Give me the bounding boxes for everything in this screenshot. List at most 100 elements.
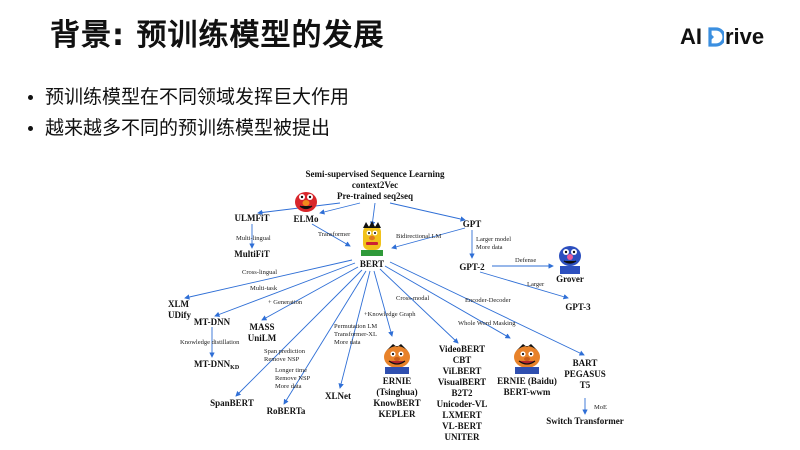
- bullet-text: 越来越多不同的预训练模型被提出: [45, 117, 331, 139]
- logo-rive-text: rive: [725, 24, 765, 49]
- edge-label-defense: Defense: [515, 257, 536, 264]
- logo-ai-text: AI: [680, 24, 702, 49]
- bullet-dot: [28, 95, 33, 100]
- node-udify: UDify: [168, 310, 191, 320]
- elmo-icon: [295, 192, 317, 212]
- logo-d-icon: [708, 27, 724, 47]
- edge-bert-mass: [261, 266, 359, 321]
- node-mtdnnkd: MT-DNNKD: [194, 359, 240, 371]
- edge-label-kd: Knowledge distillation: [180, 339, 240, 346]
- bullet-item: 越来越多不同的预训练模型被提出: [28, 113, 349, 144]
- node-xlm: XLM: [168, 299, 190, 309]
- edge-label-crossmodal: Cross-modal: [396, 295, 429, 302]
- edge-label-longer-3: More data: [275, 383, 302, 390]
- bullet-text: 预训练模型在不同领域发挥巨大作用: [45, 86, 350, 108]
- bullet-list: 预训练模型在不同领域发挥巨大作用 越来越多不同的预训练模型被提出: [28, 82, 349, 144]
- edge-label-larger: Larger: [527, 281, 545, 288]
- node-unilm: UniLM: [248, 333, 277, 343]
- node-gpt2: GPT-2: [459, 262, 485, 272]
- node-ernie-t-3: KnowBERT: [373, 398, 420, 408]
- node-videobert-2: CBT: [453, 355, 472, 365]
- edge-labels: Transformer Bidirectional LM Multi-lingu…: [180, 231, 607, 411]
- bullet-dot: [28, 126, 33, 131]
- edge-label-transformer: Transformer: [318, 231, 351, 238]
- edge-label-multilingual: Multi-lingual: [236, 235, 271, 242]
- edge-bert-xlnet: [338, 270, 371, 389]
- page-title: 背景: 预训练模型的发展: [50, 18, 385, 53]
- node-root-line-1: Semi-supervised Sequence Learning: [305, 169, 445, 179]
- edge-label-wwm: Whole Word Masking: [458, 320, 516, 327]
- node-mass: MASS: [249, 322, 274, 332]
- ernie-baidu-icon: [514, 344, 540, 374]
- node-bert: BERT: [360, 259, 384, 269]
- edge-gpt2-gpt3: [479, 271, 569, 300]
- edge-label-perm-1: Permutation LM: [334, 323, 377, 330]
- edge-label-larger-2: More data: [476, 244, 503, 251]
- node-mtdnn: MT-DNN: [194, 317, 231, 327]
- node-videobert-6: Unicoder-VL: [437, 399, 488, 409]
- edge-label-span-2: Remove NSP: [264, 356, 300, 363]
- node-gpt: GPT: [463, 219, 482, 229]
- edge-bert-spanbert: [235, 269, 363, 397]
- edge-bert-bart: [389, 261, 585, 356]
- node-switch: Switch Transformer: [546, 416, 623, 426]
- node-ulmfit: ULMFiT: [235, 213, 270, 223]
- node-spanbert: SpanBERT: [210, 398, 254, 408]
- edge-root-gpt: [389, 202, 466, 222]
- node-elmo: ELMo: [293, 214, 319, 224]
- bert-icon: [361, 221, 383, 256]
- node-grover: Grover: [556, 274, 584, 284]
- node-root-line-3: Pre-trained seq2seq: [337, 191, 413, 201]
- edge-elmo-bert: [311, 223, 351, 247]
- node-mtdnnkd-sub: KD: [230, 365, 240, 371]
- node-videobert-7: LXMERT: [442, 410, 481, 420]
- edge-label-longer-2: Remove NSP: [275, 375, 311, 382]
- edge-label-encdec: Encoder-Decoder: [465, 297, 512, 304]
- node-videobert-1: VideoBERT: [439, 344, 485, 354]
- node-bart-1: BART: [573, 358, 598, 368]
- node-xlnet: XLNet: [325, 391, 351, 401]
- edge-label-span-1: Span prediction: [264, 348, 306, 355]
- node-videobert-3: ViLBERT: [443, 366, 482, 376]
- node-mtdnnkd-main: MT-DNN: [194, 359, 231, 369]
- node-videobert-4: VisualBERT: [438, 377, 486, 387]
- node-ernie-t-4: KEPLER: [378, 409, 416, 419]
- edge-label-bidirectional: Bidirectional LM: [396, 233, 442, 240]
- edge-root-elmo: [319, 202, 361, 215]
- edge-label-kg: +Knowledge Graph: [364, 311, 416, 318]
- edge-label-generation: + Generation: [268, 299, 303, 306]
- node-multifit: MultiFiT: [234, 249, 270, 259]
- node-gpt3: GPT-3: [565, 302, 591, 312]
- edge-label-perm-3: More data: [334, 339, 361, 346]
- aidrive-logo: AI rive: [680, 24, 764, 50]
- node-roberta: RoBERTa: [267, 406, 306, 416]
- edge-label-multitask: Multi-task: [250, 285, 278, 292]
- grover-icon: [559, 246, 581, 274]
- node-bart-3: T5: [580, 380, 591, 390]
- edge-bert-ernie-b: [384, 265, 511, 339]
- edge-label-crosslingual: Cross-lingual: [242, 269, 277, 276]
- edge-bert-roberta: [283, 270, 367, 405]
- bullet-item: 预训练模型在不同领域发挥巨大作用: [28, 82, 349, 113]
- node-videobert-8: VL-BERT: [442, 421, 482, 431]
- edge-bert-ernie-t: [373, 270, 394, 337]
- node-ernie-b-2: BERT-wwm: [504, 387, 551, 397]
- edge-bert-xlm: [184, 259, 353, 300]
- edge-label-moe: MoE: [594, 404, 607, 411]
- ernie-icon: [384, 344, 410, 374]
- node-ernie-b-1: ERNIE (Baidu): [497, 376, 557, 386]
- nodes: Semi-supervised Sequence Learning contex…: [168, 169, 624, 442]
- edge-bert-mtdnn: [214, 262, 356, 317]
- node-bart-2: PEGASUS: [564, 369, 606, 379]
- edges: [184, 202, 588, 415]
- node-videobert-9: UNITER: [444, 432, 480, 442]
- node-ernie-t-1: ERNIE: [383, 376, 412, 386]
- node-videobert-5: B2T2: [451, 388, 473, 398]
- edge-bert-videobert: [379, 268, 459, 344]
- edge-label-larger-1: Larger model: [476, 236, 511, 243]
- edge-gpt-bert: [391, 227, 466, 250]
- edge-label-longer-1: Longer time: [275, 367, 307, 374]
- node-root-line-2: context2Vec: [352, 180, 398, 190]
- edge-label-perm-2: Transformer-XL: [334, 331, 377, 338]
